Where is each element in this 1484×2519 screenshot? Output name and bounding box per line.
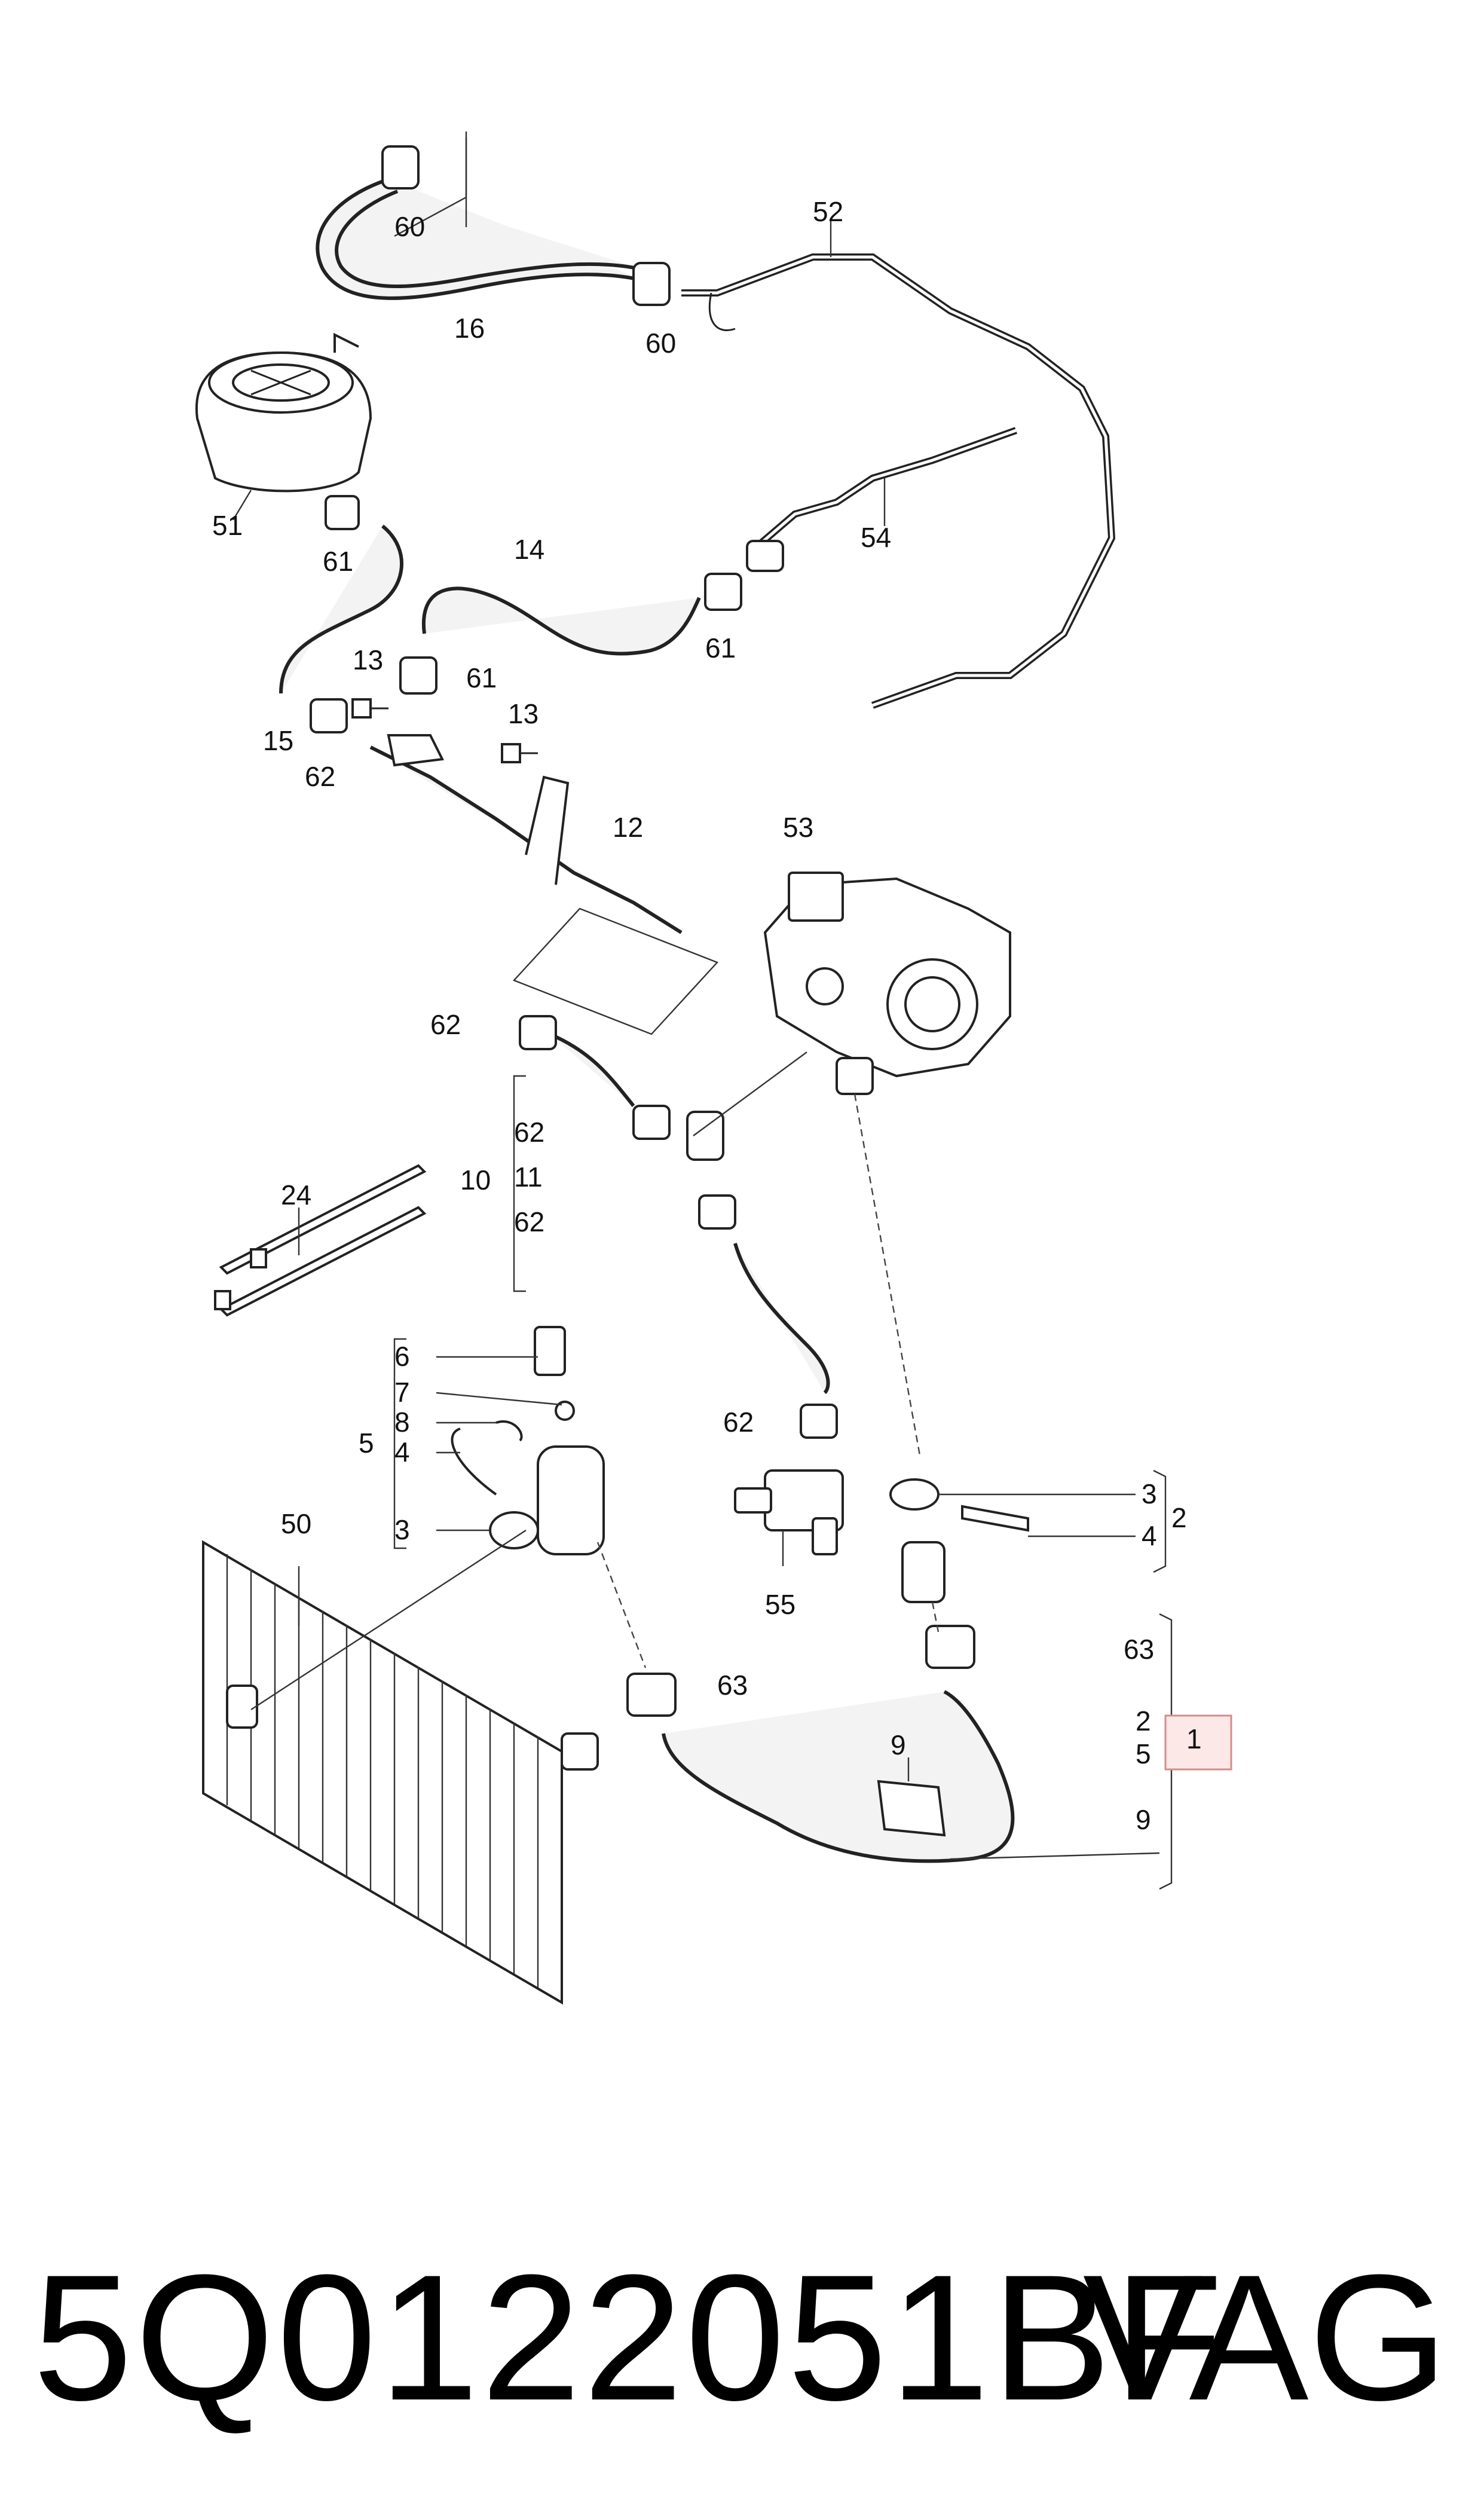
coolant-pipe-54 [746, 427, 1018, 572]
callout-2a: 2 [1171, 1502, 1187, 1533]
radiator-50 [202, 1540, 599, 2005]
valve-55 [734, 1469, 844, 1555]
callout-61b: 61 [705, 632, 736, 664]
hose-clamp-63-left [626, 1673, 677, 1717]
hose-clamp-62-left [310, 698, 348, 733]
callout-14: 14 [514, 534, 544, 565]
callout-61a: 61 [323, 546, 353, 577]
callout-24: 24 [281, 1179, 311, 1210]
hose-clamp-60-upper [381, 145, 420, 189]
callout-4a: 4 [394, 1436, 410, 1468]
sensor-6 [534, 1326, 566, 1376]
bolt-13-upper [351, 698, 388, 719]
hose-clamp-63-right [925, 1625, 975, 1669]
callout-53: 53 [783, 812, 813, 843]
clip-4-left [451, 1427, 497, 1496]
callout-62c: 62 [514, 1117, 544, 1148]
hose-group-10 [549, 1032, 830, 1395]
connector-housing-left [537, 1445, 605, 1555]
callout-52: 52 [813, 196, 843, 227]
coolant-pipe-52 [681, 253, 1116, 709]
hose-clamp-60-right [632, 262, 671, 306]
o-ring-3-left [489, 1511, 539, 1549]
lower-hose-group-1 [662, 1690, 1015, 1863]
callout-62a: 62 [305, 761, 335, 792]
parts-diagram: 60 16 60 52 51 61 14 54 61 13 61 15 62 1… [195, 132, 1232, 2005]
callout-4b: 4 [1142, 1520, 1157, 1551]
part-number: 5Q0122051BF [33, 2237, 1226, 2438]
callout-10: 10 [460, 1164, 491, 1196]
hose-clamp-62-top [519, 1015, 557, 1050]
callout-63a: 63 [1124, 1634, 1154, 1665]
callout-7: 7 [394, 1377, 410, 1408]
hose-clamp-62-low [698, 1194, 736, 1230]
clip-4-right [961, 1505, 1029, 1532]
seal-7 [555, 1401, 575, 1421]
callout-61c: 61 [466, 662, 497, 693]
hose-clamp-61-connector [399, 656, 437, 695]
bracket-9 [877, 1780, 946, 1837]
callout-6: 6 [394, 1341, 410, 1372]
brand-label: VAG [1082, 2237, 1448, 2438]
callout-11: 11 [514, 1161, 543, 1193]
o-ring-3-right [889, 1478, 940, 1511]
callout-8: 8 [394, 1407, 410, 1438]
callout-13b: 13 [508, 698, 538, 729]
hose-clamp-61-hose14 [704, 573, 742, 611]
cable-tie-24 [214, 1164, 427, 1317]
hose-15 [279, 524, 403, 694]
callout-labels: 60 16 60 52 51 61 14 54 61 13 61 15 62 1… [212, 196, 1202, 1835]
callout-62e: 62 [723, 1407, 754, 1438]
clip-8 [495, 1420, 523, 1442]
callout-62d: 62 [514, 1206, 544, 1237]
callout-63b: 63 [717, 1670, 748, 1701]
callout-15: 15 [263, 725, 293, 756]
hose-clamp-61-tank [325, 495, 360, 530]
connector-11 [686, 1111, 724, 1161]
callout-54: 54 [861, 522, 891, 553]
callout-5b: 5 [1136, 1738, 1151, 1769]
callout-60a: 60 [394, 211, 425, 242]
hose-clamp-62-mid [632, 1105, 671, 1140]
callout-60b: 60 [645, 328, 676, 359]
callout-1: 1 [1186, 1723, 1202, 1754]
callout-9a: 9 [891, 1729, 906, 1760]
dashed-frame [512, 907, 719, 1035]
bolt-13-lower [501, 743, 538, 763]
connector-housing-right [901, 1541, 946, 1603]
footer: 5Q0122051BF VAG [0, 2212, 1484, 2463]
coolant-pipe-12 [369, 734, 683, 934]
callout-16: 16 [454, 313, 485, 344]
callout-9b: 9 [1136, 1804, 1151, 1835]
hose-14 [421, 586, 701, 656]
callout-50: 50 [281, 1508, 311, 1539]
callout-13a: 13 [353, 644, 383, 675]
callout-3b: 3 [1142, 1478, 1157, 1509]
coolant-pump-53 [763, 872, 1011, 1095]
connector-group-2-right [889, 1478, 1029, 1603]
callout-51: 51 [212, 510, 243, 541]
callout-3a: 3 [394, 1514, 410, 1545]
sensor-group-5-left [451, 1326, 605, 1555]
hose-16 [316, 178, 646, 300]
callout-55: 55 [765, 1589, 795, 1620]
callout-62b: 62 [430, 1009, 461, 1040]
callout-12: 12 [613, 812, 643, 843]
expansion-tank-51 [195, 332, 372, 493]
hose-clamp-62-valve [800, 1404, 838, 1439]
callout-5a: 5 [359, 1427, 374, 1459]
callout-2b: 2 [1136, 1705, 1151, 1737]
group-1-highlight [1164, 1714, 1232, 1771]
